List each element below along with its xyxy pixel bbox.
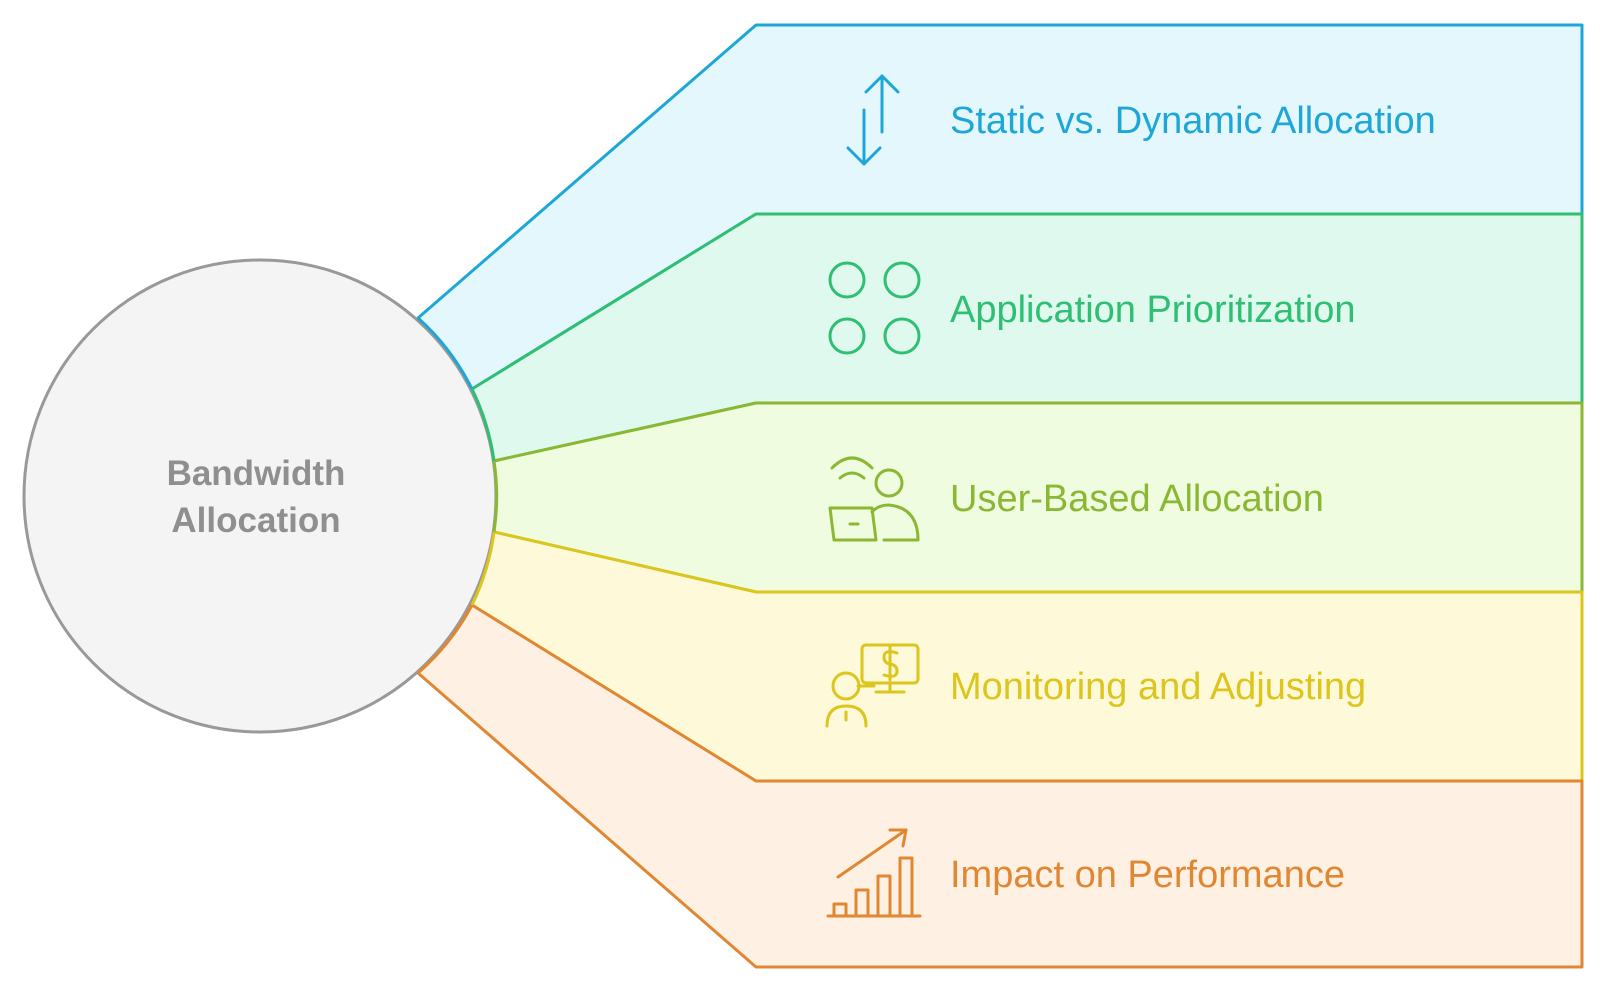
- band-static-vs-dynamic: Static vs. Dynamic Allocation: [416, 23, 1584, 391]
- band-user-based-allocation: User-Based Allocation: [492, 401, 1584, 594]
- hub-label-line1: Bandwidth: [167, 454, 346, 493]
- hub-arc-segment: [470, 531, 496, 606]
- hub-circle: [22, 258, 498, 734]
- bar-chart-trend-icon: [826, 828, 922, 918]
- up-down-arrows-icon: [846, 74, 900, 166]
- band-label-static-vs-dynamic: Static vs. Dynamic Allocation: [950, 100, 1436, 142]
- band-impact-on-performance: Impact on Performance: [416, 603, 1584, 969]
- band-label-user-based-allocation: User-Based Allocation: [950, 478, 1324, 520]
- user-with-laptop-icon: [828, 456, 920, 542]
- band-label-application-prioritization: Application Prioritization: [950, 289, 1356, 331]
- band-label-monitoring-and-adjusting: Monitoring and Adjusting: [950, 666, 1366, 708]
- hub-arc-segment: [470, 388, 496, 462]
- hub-arc-segment: [417, 604, 474, 675]
- user-monitor-dollar-icon: [825, 643, 920, 728]
- hub-arc-segment: [492, 460, 499, 533]
- band-monitoring-and-adjusting: Monitoring and Adjusting: [470, 530, 1584, 783]
- hub-label-line2: Allocation: [171, 501, 340, 540]
- hub-arc-segment: [416, 316, 474, 390]
- band-label-impact-on-performance: Impact on Performance: [950, 854, 1345, 896]
- hub-node: Bandwidth Allocation: [22, 258, 499, 734]
- four-circles-grid-icon: [828, 261, 921, 355]
